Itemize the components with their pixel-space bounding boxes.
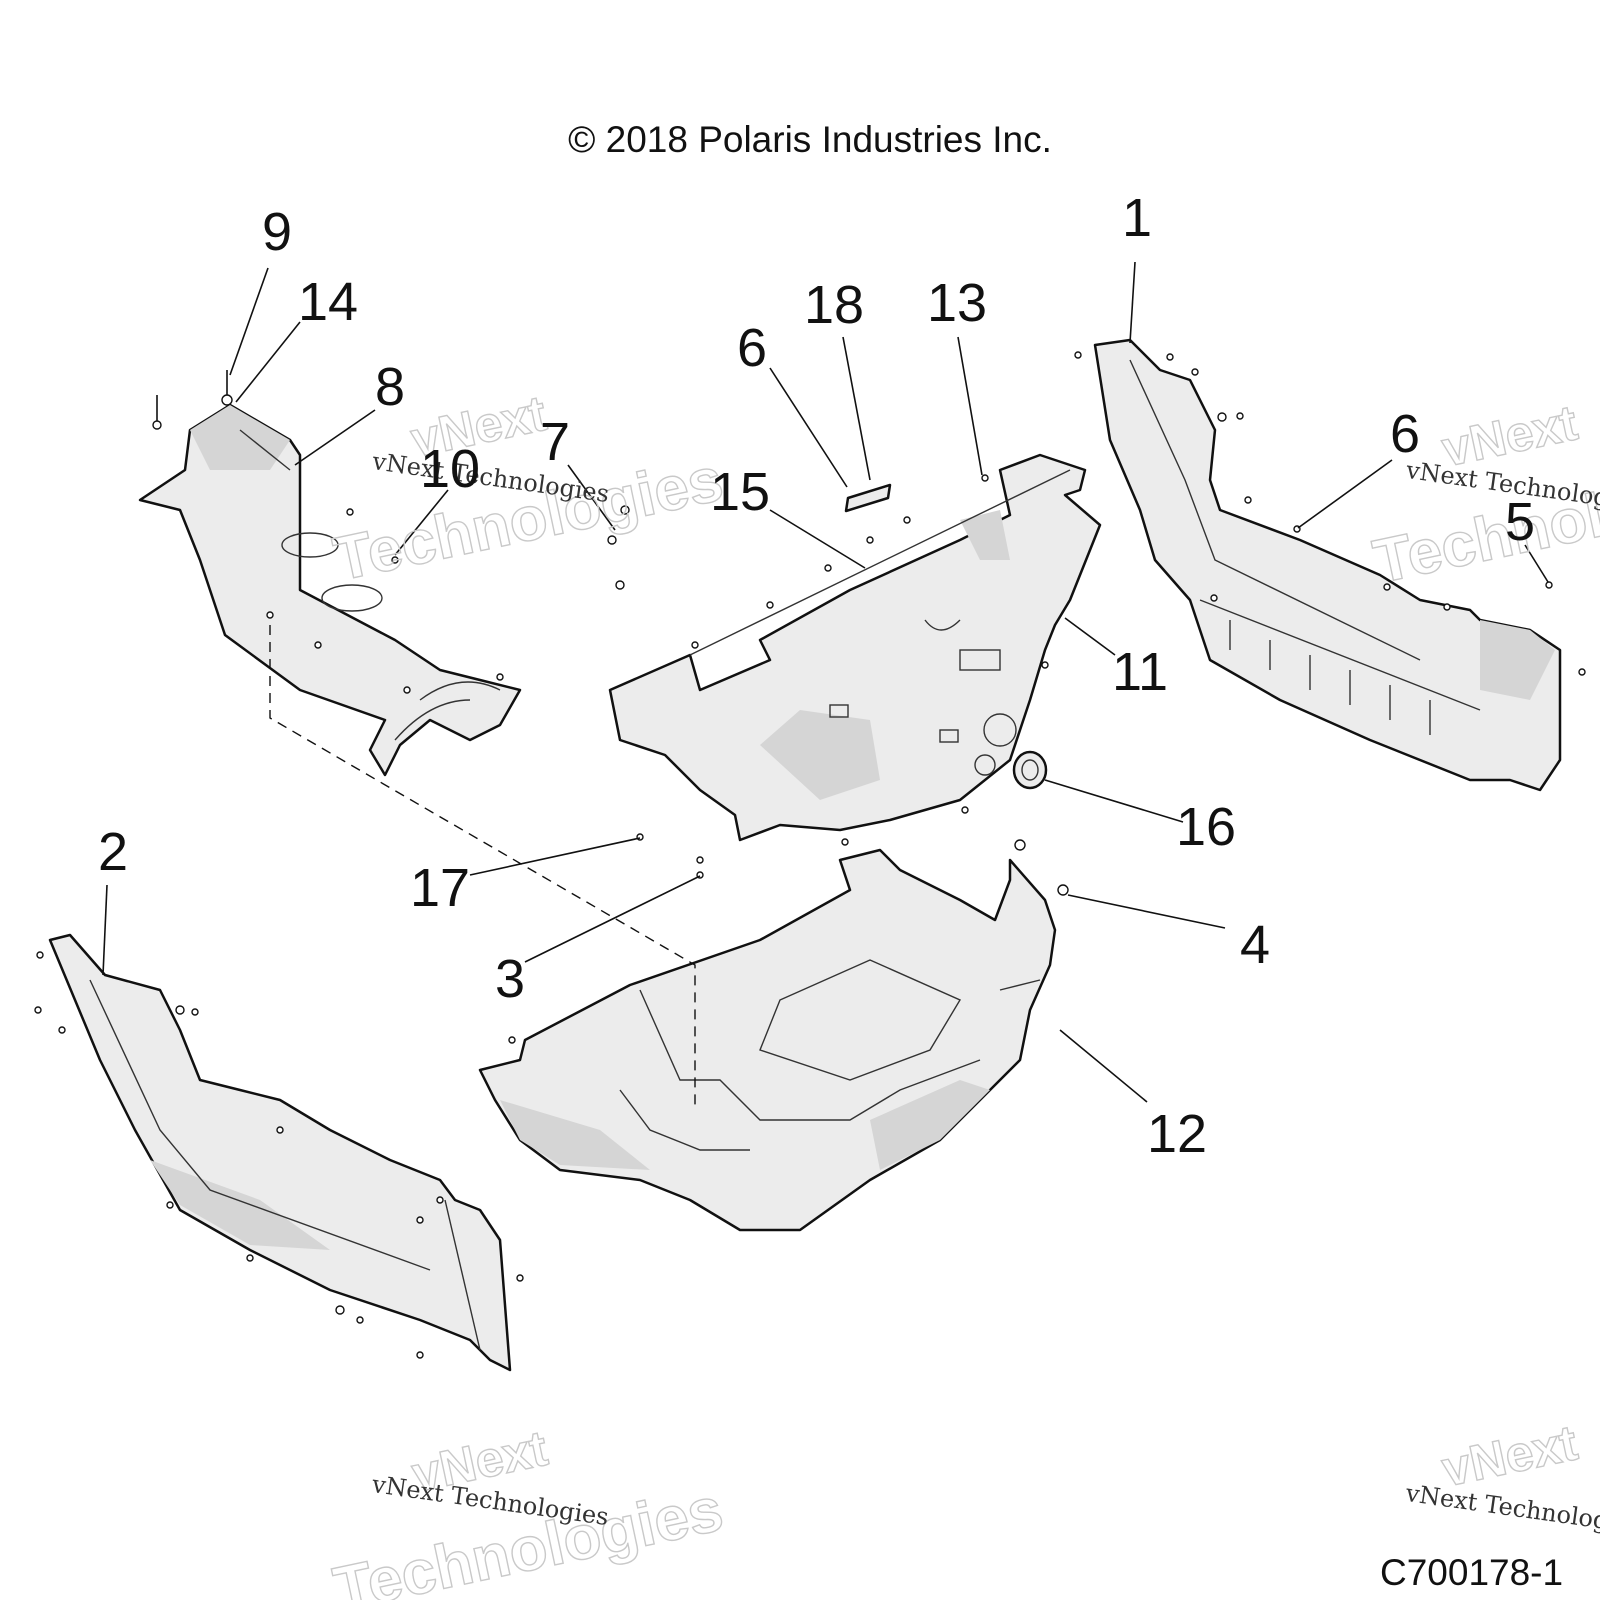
callout-13: 13	[927, 273, 987, 333]
copyright-notice: © 2018 Polaris Industries Inc.	[568, 119, 1052, 160]
callout-3: 3	[495, 949, 525, 1009]
callout-11: 11	[1112, 642, 1168, 702]
callout-labels: 1 2 3 4 5 6 6 7 8 9 10 11 12 13 14 15 16…	[98, 188, 1535, 1164]
callout-8: 8	[375, 357, 405, 417]
part-12-floor-tub	[478, 848, 1057, 1232]
callout-17: 17	[410, 858, 470, 918]
drawing-code: C700178-1	[1380, 1552, 1563, 1593]
assembly-dashed-line	[269, 625, 696, 1105]
callout-7: 7	[540, 412, 570, 472]
callout-15: 15	[710, 462, 770, 522]
part-18-plate	[844, 483, 892, 513]
watermark-brand: vNext	[1437, 1414, 1582, 1497]
part-16-grommet	[1012, 750, 1048, 790]
callout-6: 6	[1390, 404, 1420, 464]
part-11-dash-panel	[608, 453, 1102, 842]
part-1-right-rocker-panel	[1093, 338, 1562, 792]
callout-1: 1	[1122, 188, 1152, 248]
callout-2: 2	[98, 822, 128, 882]
watermark-line: vNext Technologies	[1403, 1479, 1600, 1540]
callout-14: 14	[298, 272, 358, 332]
callout-16: 16	[1176, 797, 1236, 857]
part-8-center-console	[138, 403, 522, 777]
callout-4: 4	[1240, 915, 1270, 975]
callout-12: 12	[1147, 1104, 1207, 1164]
callout-6: 6	[737, 318, 767, 378]
part-2-left-rocker-panel	[48, 933, 512, 1372]
callout-5: 5	[1505, 492, 1535, 552]
fasteners-group	[34, 351, 1586, 1359]
leader-lines	[102, 261, 1549, 1103]
callout-10: 10	[420, 439, 480, 499]
callout-9: 9	[262, 202, 292, 262]
callout-18: 18	[804, 275, 864, 335]
